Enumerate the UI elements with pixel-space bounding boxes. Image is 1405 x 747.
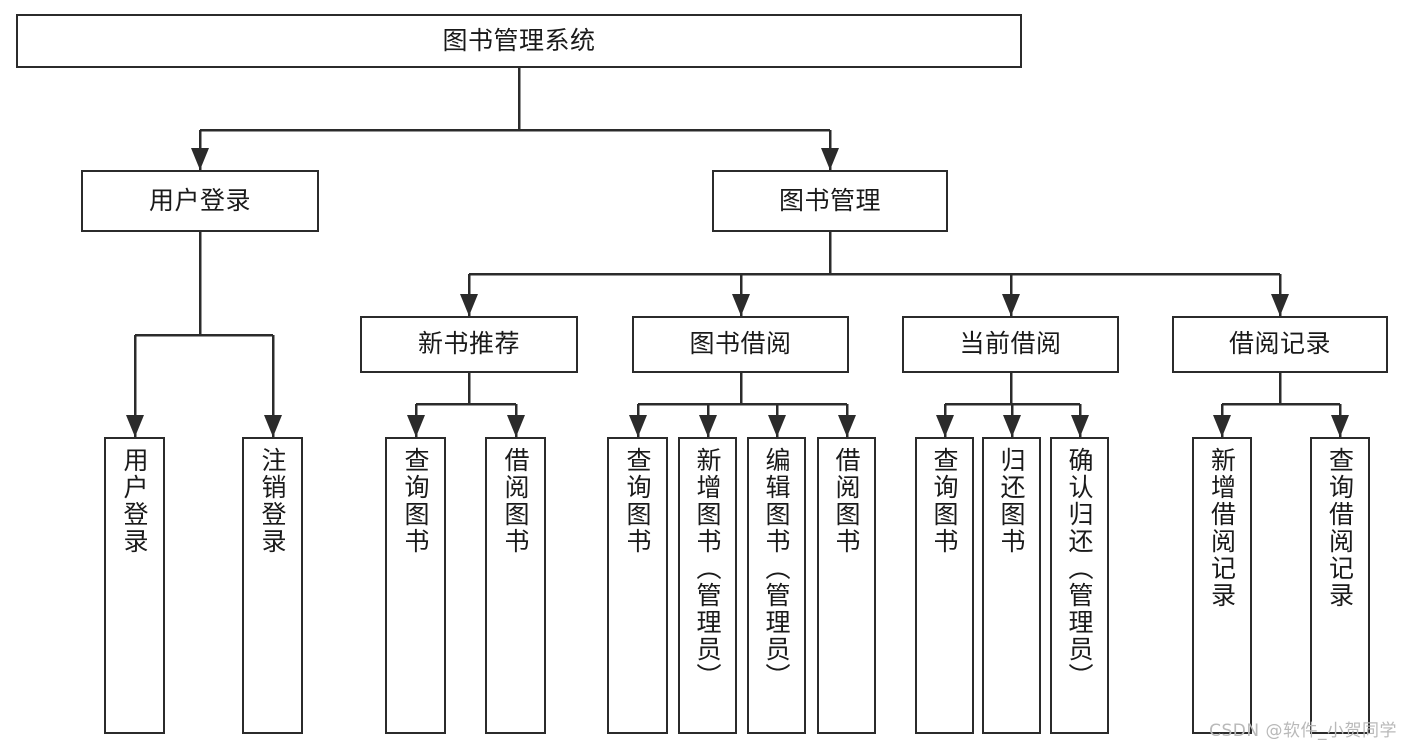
node-label: 图书管理系统 bbox=[442, 25, 596, 55]
node-label: 借阅记录 bbox=[1228, 329, 1331, 359]
node-records: 借阅记录 bbox=[1172, 316, 1388, 373]
node-label: 图书管理 bbox=[778, 185, 881, 215]
node-label: 确认归还（管理员） bbox=[1065, 447, 1094, 690]
arrow-head bbox=[1002, 294, 1020, 316]
arrow-head bbox=[1331, 415, 1349, 437]
arrow-head bbox=[126, 415, 144, 437]
node-l2: 注销登录 bbox=[242, 437, 303, 734]
arrow-head bbox=[699, 415, 717, 437]
node-label: 查询图书 bbox=[401, 447, 430, 555]
node-l3: 查询图书 bbox=[385, 437, 446, 734]
node-bookmgmt: 图书管理 bbox=[712, 170, 948, 232]
node-label: 当前借阅 bbox=[959, 329, 1062, 359]
arrow-head bbox=[821, 148, 839, 170]
watermark-text: CSDN @软件_小贺同学 bbox=[1209, 721, 1397, 741]
node-l8: 借阅图书 bbox=[817, 437, 876, 734]
node-label: 注销登录 bbox=[258, 447, 287, 555]
node-borrow: 图书借阅 bbox=[632, 316, 849, 373]
node-l4: 借阅图书 bbox=[485, 437, 546, 734]
node-label: 查询借阅记录 bbox=[1325, 447, 1355, 609]
node-l9: 查询图书 bbox=[915, 437, 974, 734]
node-l1: 用户登录 bbox=[104, 437, 165, 734]
arrow-head bbox=[936, 415, 954, 437]
arrow-head bbox=[460, 294, 478, 316]
node-root: 图书管理系统 bbox=[16, 14, 1022, 68]
node-label: 编辑图书（管理员） bbox=[762, 447, 791, 690]
node-label: 查询图书 bbox=[930, 447, 959, 555]
node-label: 归还图书 bbox=[997, 447, 1026, 555]
node-label: 图书借阅 bbox=[689, 329, 792, 359]
node-current: 当前借阅 bbox=[902, 316, 1119, 373]
node-login: 用户登录 bbox=[81, 170, 319, 232]
arrow-head bbox=[629, 415, 647, 437]
arrow-head bbox=[1003, 415, 1021, 437]
node-label: 新增借阅记录 bbox=[1207, 447, 1237, 609]
arrow-head bbox=[1213, 415, 1231, 437]
arrow-head bbox=[264, 415, 282, 437]
node-label: 新增图书（管理员） bbox=[693, 447, 722, 690]
node-label: 用户登录 bbox=[148, 185, 251, 215]
arrow-head bbox=[191, 148, 209, 170]
node-label: 用户登录 bbox=[120, 447, 149, 555]
node-l12: 新增借阅记录 bbox=[1192, 437, 1252, 734]
node-l5: 查询图书 bbox=[607, 437, 668, 734]
node-label: 新书推荐 bbox=[417, 329, 520, 359]
node-label: 查询图书 bbox=[623, 447, 652, 555]
node-label: 借阅图书 bbox=[832, 447, 861, 555]
arrow-head bbox=[1071, 415, 1089, 437]
node-newrec: 新书推荐 bbox=[360, 316, 578, 373]
node-l6: 新增图书（管理员） bbox=[678, 437, 737, 734]
node-l11: 确认归还（管理员） bbox=[1050, 437, 1109, 734]
arrow-head bbox=[407, 415, 425, 437]
arrow-head bbox=[1271, 294, 1289, 316]
node-l13: 查询借阅记录 bbox=[1310, 437, 1370, 734]
arrow-head bbox=[732, 294, 750, 316]
node-l7: 编辑图书（管理员） bbox=[747, 437, 806, 734]
arrow-head bbox=[507, 415, 525, 437]
node-l10: 归还图书 bbox=[982, 437, 1041, 734]
arrow-head bbox=[768, 415, 786, 437]
arrow-head bbox=[838, 415, 856, 437]
node-label: 借阅图书 bbox=[501, 447, 530, 555]
